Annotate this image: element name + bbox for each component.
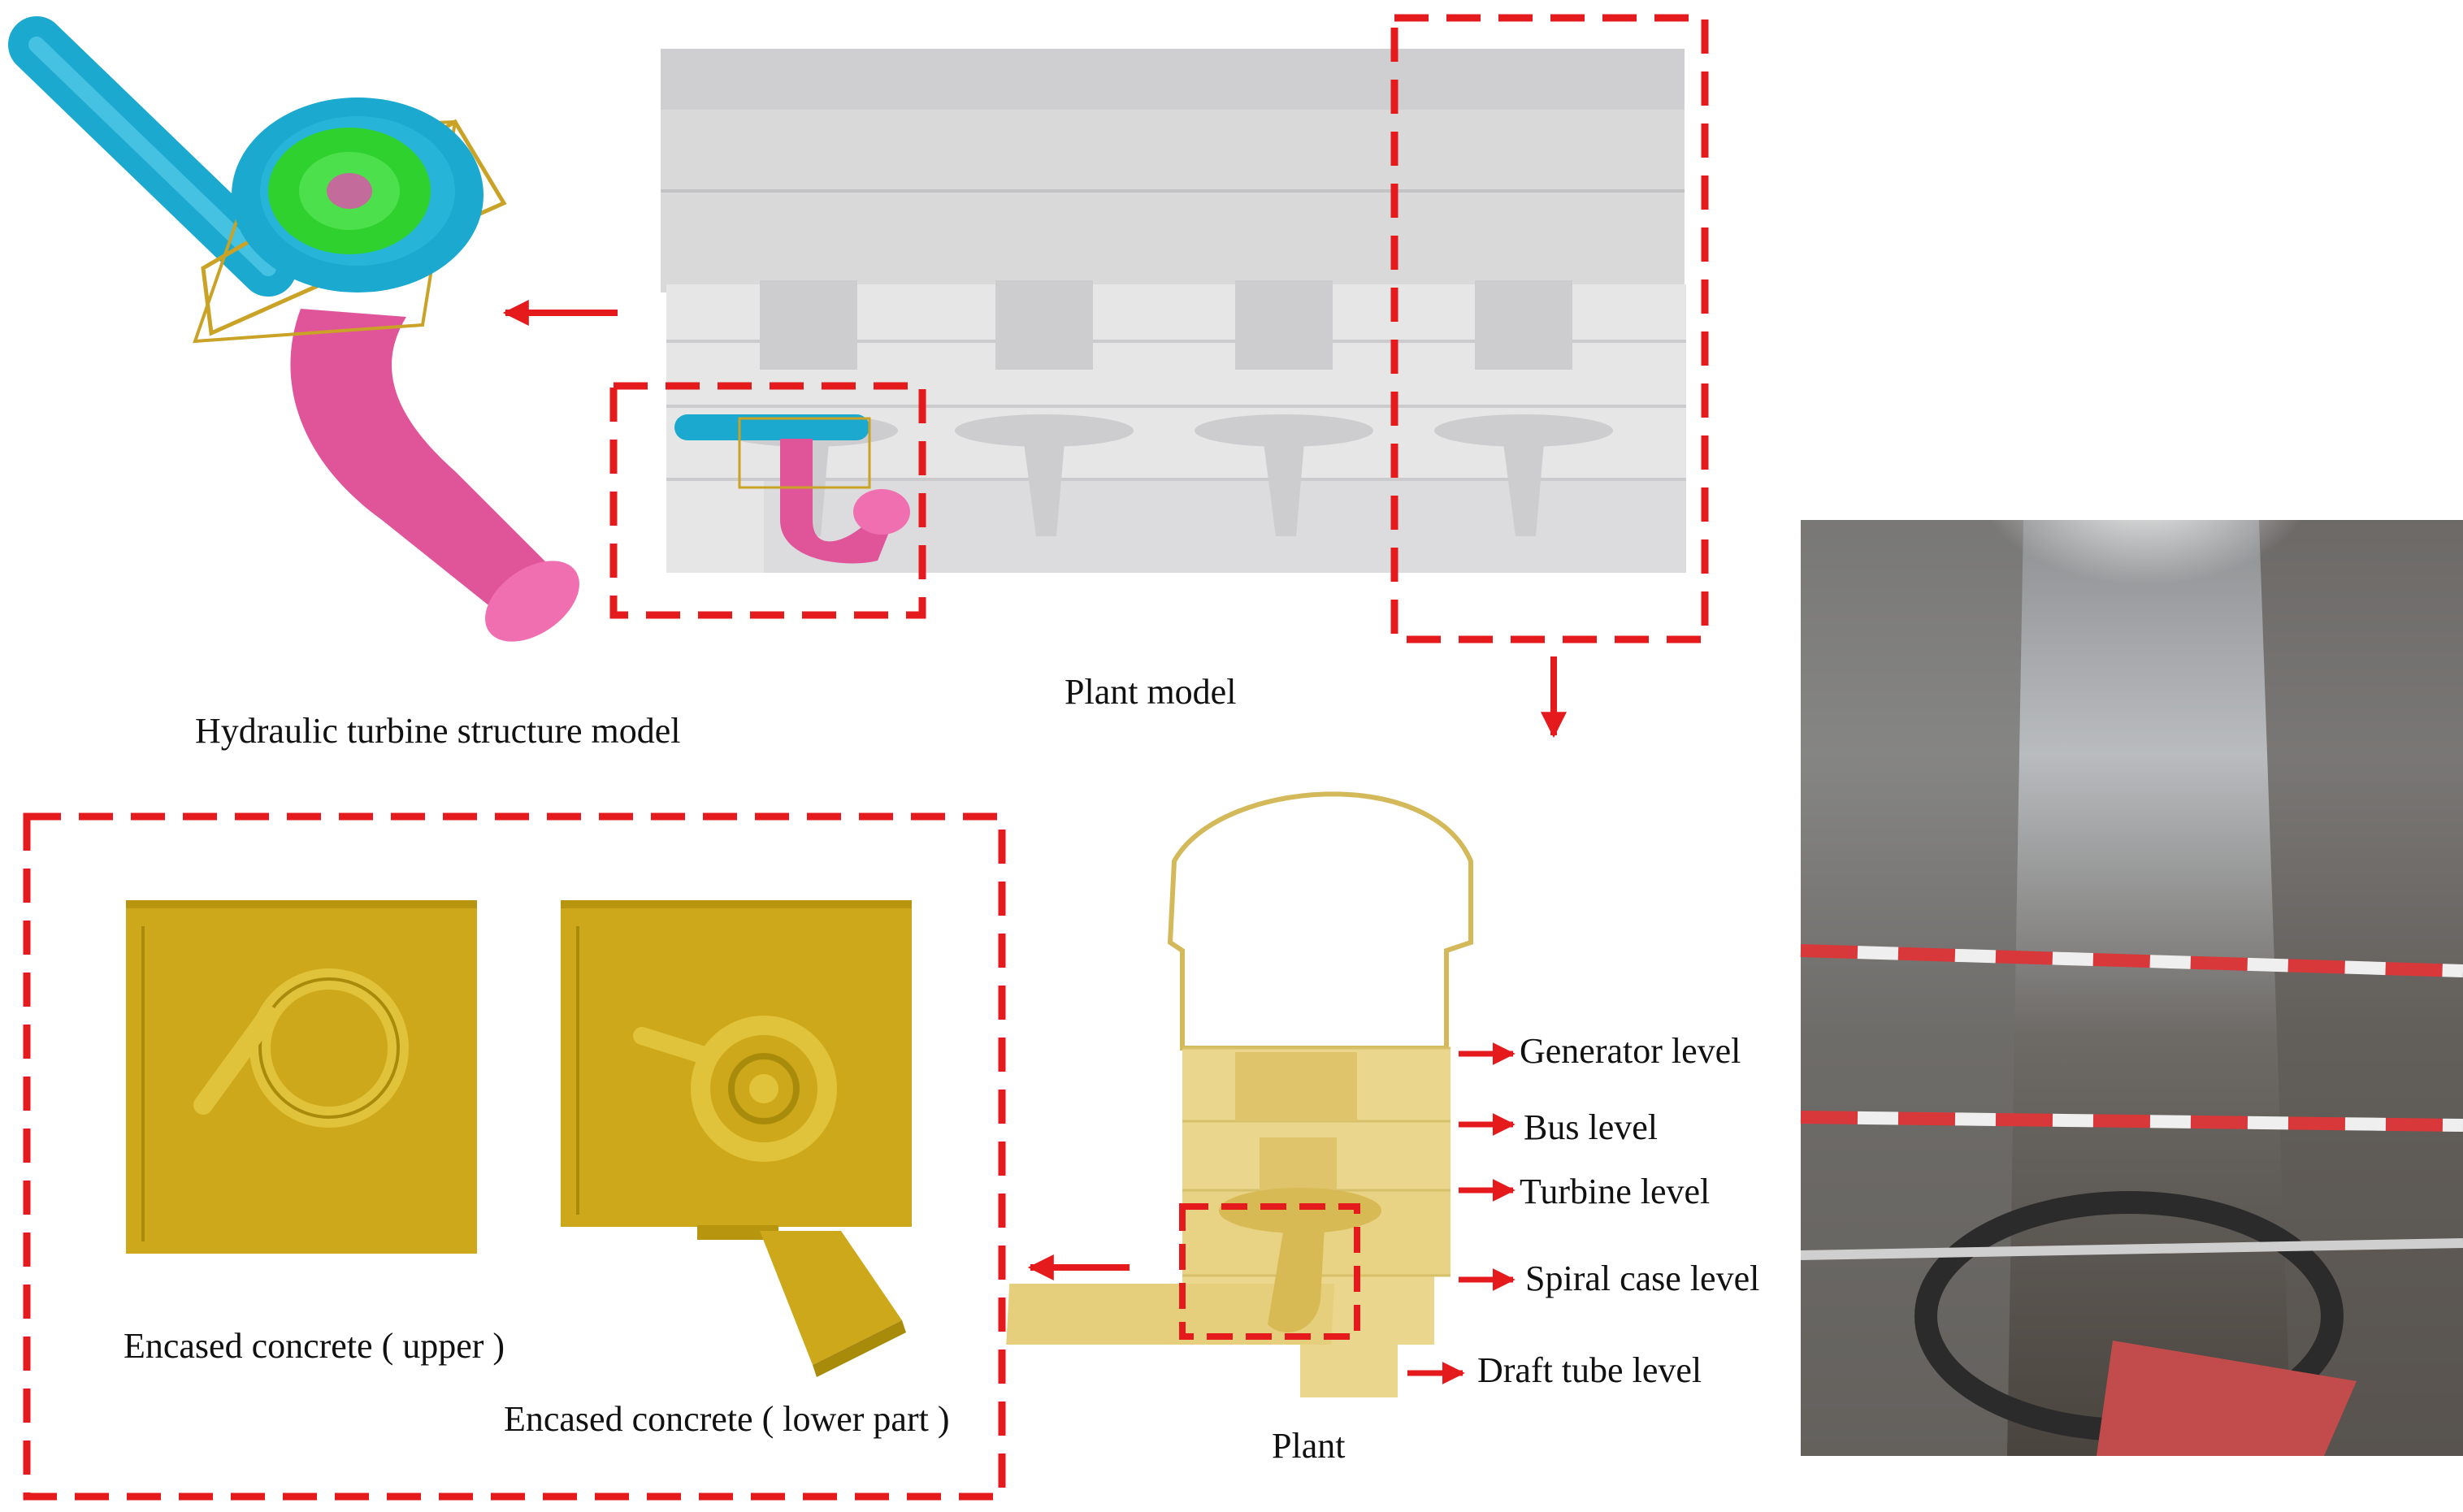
highlight-box-unit	[609, 382, 926, 619]
plant-section-illustration	[1006, 791, 1473, 1397]
level-label-spiral-case: Spiral case level	[1525, 1259, 1760, 1298]
plant-caption: Plant	[1272, 1426, 1346, 1466]
level-arrows	[1407, 1042, 1516, 1384]
level-label-turbine: Turbine level	[1520, 1172, 1711, 1211]
turbine-model-illustration	[8, 16, 579, 642]
highlight-box-encased	[23, 812, 1006, 1501]
level-label-draft-tube: Draft tube level	[1477, 1350, 1702, 1390]
encased-lower-caption: Encased concrete ( lower part )	[504, 1399, 950, 1439]
highlight-box-spiral	[1179, 1203, 1360, 1340]
encased-concrete-upper	[126, 900, 477, 1254]
level-label-generator: Generator level	[1520, 1031, 1741, 1071]
turbine-model-caption: Hydraulic turbine structure model	[195, 711, 681, 751]
plant-model-illustration	[661, 49, 1686, 573]
construction-site-photo	[1800, 455, 2463, 1456]
encased-concrete-lower	[561, 900, 912, 1377]
plant-model-caption: Plant model	[1065, 672, 1237, 712]
encased-upper-caption: Encased concrete ( upper )	[124, 1326, 505, 1366]
level-label-bus: Bus level	[1524, 1107, 1658, 1147]
